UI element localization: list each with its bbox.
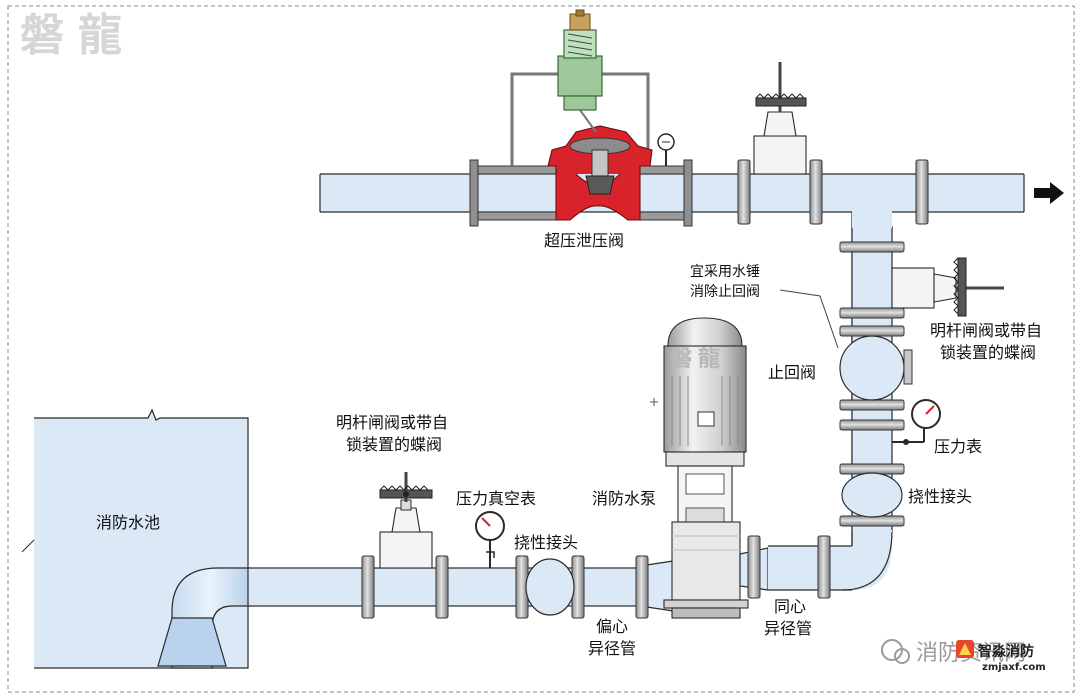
riser-flanges <box>839 241 905 527</box>
relief-valve-label: 超压泄压阀 <box>544 231 624 250</box>
water-hammer-label-1: 宜采用水锤 <box>690 264 760 280</box>
suction-gate-valve <box>379 472 433 569</box>
eccentric-label-1: 偏心 <box>596 617 628 636</box>
site-url: zmjaxf.com <box>982 662 1046 673</box>
right-flex-joint-label: 挠性接头 <box>908 487 972 506</box>
discharge-flanges <box>747 535 831 599</box>
top-gate-label-1: 明杆闸阀或带自 <box>930 321 1042 340</box>
fire-pump: 磐龍 <box>650 317 749 619</box>
main-gate-valve <box>753 62 807 175</box>
main-pipe-flanges <box>737 159 929 225</box>
check-valve <box>839 335 913 401</box>
left-flexible-joint <box>525 558 575 616</box>
pump-logo: 磐龍 <box>670 346 726 372</box>
vacuum-gauge <box>475 511 505 568</box>
left-gate-label-1: 明杆闸阀或带自 <box>336 413 448 432</box>
eccentric-label-2: 异径管 <box>588 639 636 658</box>
suction-pipe <box>247 559 681 613</box>
pressure-gauge <box>892 399 941 445</box>
suction-flanges <box>361 555 649 619</box>
vacuum-gauge-label: 压力真空表 <box>456 489 536 508</box>
fire-pump-label: 消防水泵 <box>592 489 656 508</box>
relief-valve-assembly <box>469 9 693 227</box>
check-valve-label: 止回阀 <box>768 363 816 382</box>
brand-logo: 磐龍 <box>20 10 136 61</box>
fire-pool: 消防水池 <box>21 408 251 669</box>
riser-gate-valve <box>891 257 1004 317</box>
fire-pool-label: 消防水池 <box>96 513 160 532</box>
top-gate-label-2: 锁装置的蝶阀 <box>940 343 1036 362</box>
water-hammer-leader <box>779 289 839 349</box>
left-flex-joint-label: 挠性接头 <box>514 533 578 552</box>
diagram-frame <box>7 5 1075 693</box>
handwheel-icon <box>403 491 409 497</box>
concentric-label-2: 异径管 <box>764 619 812 638</box>
watermark: 消防资讯网 智淼消防 zmjaxf.com <box>881 639 1046 673</box>
right-flexible-joint <box>841 472 903 518</box>
concentric-label-1: 同心 <box>774 597 806 616</box>
terminal-box <box>697 411 715 427</box>
site-name: 智淼消防 <box>977 643 1034 660</box>
water-hammer-label-2: 消除止回阀 <box>690 284 760 300</box>
bell-mouth <box>157 617 227 667</box>
left-gate-label-2: 锁装置的蝶阀 <box>346 435 442 454</box>
flow-direction-arrow-icon <box>1034 182 1064 204</box>
pressure-gauge-label: 压力表 <box>934 437 982 456</box>
